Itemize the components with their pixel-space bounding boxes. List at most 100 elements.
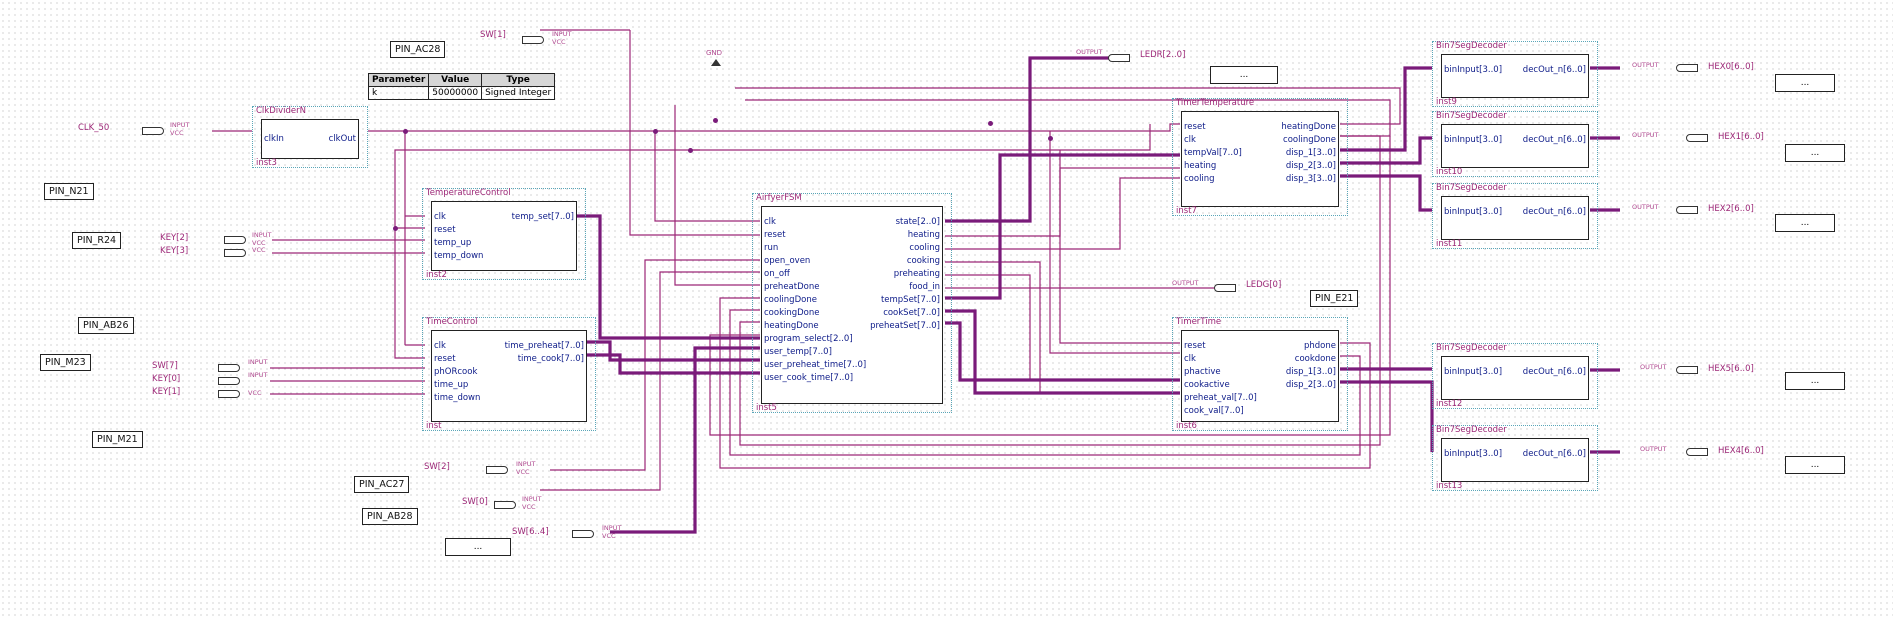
wire-loop1[interactable] — [735, 87, 1401, 125]
port: food_in — [909, 282, 940, 292]
port: decOut_n[6..0] — [1522, 135, 1586, 145]
block-inst: inst6 — [1176, 421, 1197, 431]
pin-box-ac27[interactable]: PIN_AC27 — [354, 476, 410, 493]
signal-sw64: SW[6..4] — [512, 527, 549, 537]
port: disp_1[3..0] — [1285, 148, 1336, 158]
wire-heatingdone[interactable] — [709, 136, 1391, 436]
output-pin-ledr[interactable] — [1108, 54, 1130, 62]
ellipsis-box[interactable]: ... — [1785, 456, 1845, 474]
bus-disp1-temp[interactable] — [1340, 66, 1432, 152]
port: temp_set[7..0] — [511, 212, 574, 222]
junction-dot — [392, 225, 398, 231]
pin-type-label: INPUT — [552, 30, 572, 38]
port: clk — [1184, 135, 1196, 145]
output-pin-hex5[interactable] — [1676, 366, 1698, 374]
wire-onoff[interactable] — [674, 105, 760, 286]
block-airfyerfsm[interactable]: AirfyerFSM clk reset run open_oven on_of… — [752, 193, 952, 413]
output-pin-hex0[interactable] — [1676, 64, 1698, 72]
port: disp_3[3..0] — [1285, 174, 1336, 184]
block-decoder-inst12[interactable]: Bin7SegDecoder binInput[3..0] decOut_n[6… — [1432, 343, 1598, 409]
bus-tempset-out[interactable] — [945, 153, 1180, 300]
block-timertime[interactable]: TimerTime reset clk phactive cookactive … — [1172, 317, 1348, 431]
block-inst: inst13 — [1436, 481, 1463, 491]
bus-timepreheat[interactable] — [583, 340, 760, 362]
port: run — [764, 243, 779, 253]
block-decoder-inst9[interactable]: Bin7SegDecoder binInput[3..0] decOut_n[6… — [1432, 41, 1598, 107]
block-decoder-inst11[interactable]: Bin7SegDecoder binInput[3..0] decOut_n[6… — [1432, 183, 1598, 249]
wire-openoven[interactable] — [540, 271, 760, 491]
wire-reset-v[interactable] — [629, 30, 760, 236]
input-pin-sw7[interactable] — [218, 364, 240, 372]
wire-run[interactable] — [550, 259, 760, 471]
pin-box-ab26[interactable]: PIN_AB26 — [78, 317, 134, 334]
junction-dot — [987, 120, 993, 126]
pin-box-e21[interactable]: PIN_E21 — [1310, 290, 1359, 307]
pin-box-r24[interactable]: PIN_R24 — [72, 232, 122, 249]
wire-preheat[interactable] — [945, 274, 1180, 381]
input-pin-key2[interactable] — [224, 236, 246, 244]
wire-cookdone[interactable] — [729, 309, 1361, 456]
bus-state[interactable] — [945, 56, 1115, 223]
block-temperaturecontrol[interactable]: TemperatureControl clk reset temp_up tem… — [422, 188, 586, 280]
pin-type-label: INPUT — [516, 460, 536, 468]
pin-box-m21[interactable]: PIN_M21 — [92, 431, 143, 448]
input-pin-key1[interactable] — [218, 390, 240, 398]
wire-clk-fsm[interactable] — [654, 131, 760, 222]
wire-reset-time[interactable] — [394, 228, 425, 359]
block-clkdivider[interactable]: ClkDividerN clkIn clkOut inst3 — [252, 106, 368, 168]
output-pin-hex4[interactable] — [1686, 448, 1708, 456]
bus-disp2-time[interactable] — [1340, 380, 1434, 452]
output-pin-hex2[interactable] — [1676, 206, 1698, 214]
input-pin-clk50[interactable] — [142, 127, 164, 135]
bus-timecook[interactable] — [583, 353, 760, 375]
wire-reset-tt[interactable] — [690, 124, 1151, 151]
input-pin-sw1[interactable] — [522, 36, 544, 44]
wire-clk-main[interactable] — [405, 123, 1180, 132]
block-timertemperature[interactable]: TimerTemperature reset clk tempVal[7..0]… — [1172, 98, 1348, 216]
wire-cool[interactable] — [945, 177, 1180, 250]
block-decoder-inst13[interactable]: Bin7SegDecoder binInput[3..0] decOut_n[6… — [1432, 425, 1598, 491]
bus-preheatset-out[interactable] — [945, 321, 1180, 382]
ellipsis-box[interactable]: ... — [1785, 144, 1845, 162]
port: binInput[3..0] — [1444, 449, 1503, 459]
pin-box-ab28[interactable]: PIN_AB28 — [362, 508, 418, 525]
bus-cookset-out[interactable] — [945, 309, 1180, 395]
pin-box-n21[interactable]: PIN_N21 — [44, 183, 94, 200]
wire-coolingdone[interactable] — [739, 135, 1381, 446]
pin-box-m23[interactable]: PIN_M23 — [40, 354, 91, 371]
port: time_preheat[7..0] — [504, 341, 584, 351]
input-pin-sw2[interactable] — [486, 466, 508, 474]
ellipsis-box[interactable]: ... — [1775, 214, 1835, 232]
input-pin-key3[interactable] — [224, 249, 246, 257]
port: cookactive — [1184, 380, 1230, 390]
ellipsis-box[interactable]: ... — [1775, 74, 1835, 92]
block-timecontrol[interactable]: TimeControl clk reset phORcook time_up t… — [422, 317, 596, 431]
param-cell: k — [367, 86, 430, 100]
pin-box-ac28[interactable]: PIN_AC28 — [390, 41, 446, 58]
port: clk — [434, 341, 446, 351]
bus-disp2-temp[interactable] — [1340, 136, 1432, 165]
output-pin-ledg[interactable] — [1214, 284, 1236, 292]
port: user_temp[7..0] — [764, 347, 832, 357]
ellipsis-box[interactable]: ... — [1785, 372, 1845, 390]
wire-clk-timer[interactable] — [1049, 131, 1180, 354]
wire-cook[interactable] — [945, 261, 1180, 394]
wire-phdone[interactable] — [719, 297, 1371, 469]
input-pin-key0[interactable] — [218, 377, 240, 385]
port: reset — [434, 225, 456, 235]
input-pin-sw0[interactable] — [494, 501, 516, 509]
wire-heat[interactable] — [945, 167, 1180, 237]
param-cell: Signed Integer — [481, 86, 556, 100]
block-decoder-inst10[interactable]: Bin7SegDecoder binInput[3..0] decOut_n[6… — [1432, 111, 1598, 177]
input-pin-sw64[interactable] — [572, 530, 594, 538]
port: preheat_val[7..0] — [1184, 393, 1257, 403]
bus-sw64[interactable] — [610, 346, 760, 534]
ellipsis-box[interactable]: ... — [1210, 66, 1278, 84]
output-pin-hex1[interactable] — [1686, 134, 1708, 142]
port: phactive — [1184, 367, 1221, 377]
ellipsis-box[interactable]: ... — [445, 538, 511, 556]
bus-disp3-temp[interactable] — [1340, 174, 1432, 212]
wire-reset-temp[interactable] — [394, 149, 700, 228]
bus-tempset[interactable] — [573, 214, 760, 340]
